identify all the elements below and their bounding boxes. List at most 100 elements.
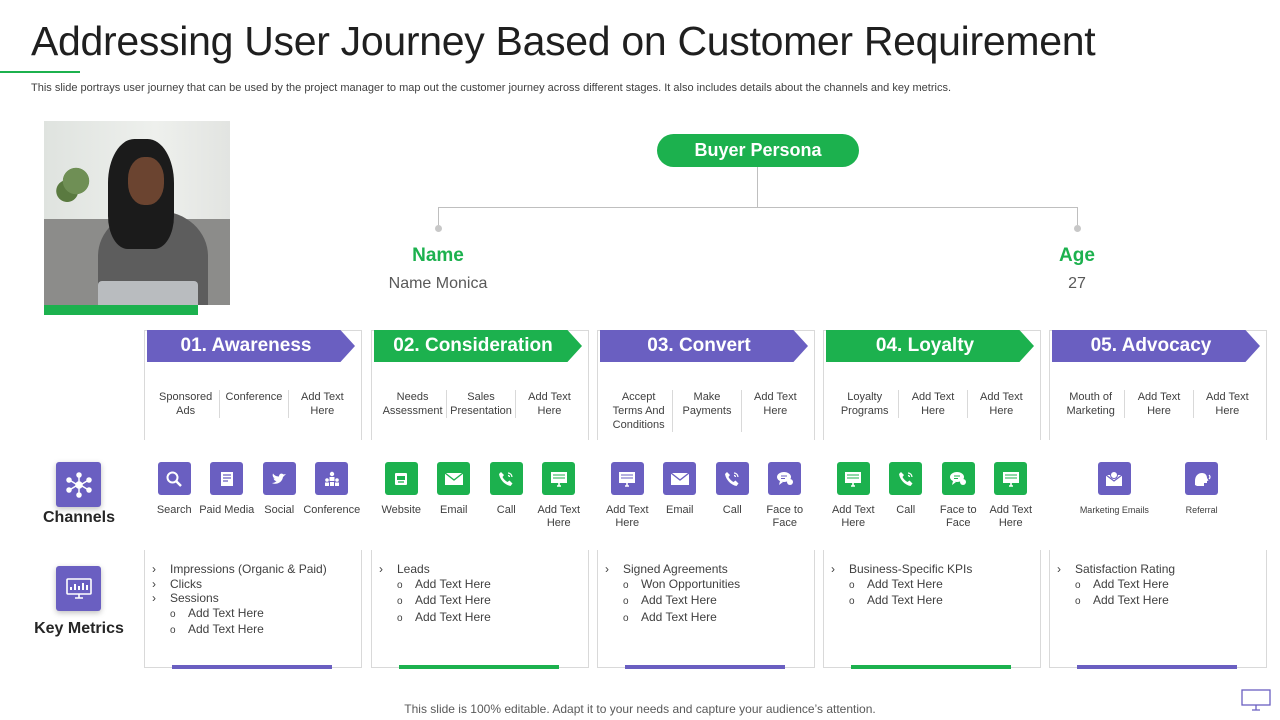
slide-subtitle: This slide portrays user journey that ca… — [31, 82, 952, 94]
metric-item: ›Signed Agreements — [605, 562, 728, 576]
channel-item: Add Text Here — [827, 462, 879, 530]
channels-row-label: Channels — [42, 509, 115, 526]
metric-item: ›Business-Specific KPIs — [831, 562, 973, 576]
stage-title: 03. Convert — [600, 330, 808, 362]
phone-icon — [715, 462, 749, 495]
touchpoint-item: Sales Presentation — [446, 390, 515, 418]
metric-text: Add Text Here — [415, 576, 491, 591]
metric-text: Impressions (Organic & Paid) — [170, 562, 327, 576]
stage-bottom-bar — [1077, 665, 1237, 669]
channel-label: Website — [381, 504, 422, 516]
channel-item: Social — [253, 462, 305, 517]
tree-node-dot — [1074, 225, 1081, 232]
metric-text: Add Text Here — [867, 593, 943, 607]
twitter-icon — [262, 462, 296, 495]
channel-item: Paid Media — [199, 462, 254, 517]
touchpoint-item: Mouth of Marketing — [1066, 391, 1115, 417]
channel-label: Add Text Here — [831, 504, 875, 529]
metric-text: Add Text Here — [188, 605, 264, 620]
touchpoint-item: Add Text Here — [514, 390, 583, 418]
stage-bottom-bar — [625, 665, 785, 669]
tree-node-dot — [435, 225, 442, 232]
touchpoint-item: Make Payments — [672, 390, 740, 432]
metric-text: Add Text Here — [641, 593, 717, 607]
channel-item: Add Text Here — [601, 462, 653, 530]
stage-title: 04. Loyalty — [826, 330, 1034, 362]
touchpoint-item: Add Text Here — [287, 390, 356, 418]
channel-item: Conference — [303, 462, 360, 517]
monitor-icon — [542, 462, 576, 495]
metrics-dashboard-icon — [56, 566, 101, 611]
persona-photo — [44, 121, 230, 305]
stage-channels: Add Text Here Call Face to Face Add Text He… — [827, 462, 1037, 530]
tree-connector — [1077, 207, 1078, 227]
channel-label: Face to Face — [939, 504, 977, 529]
metric-text: Add Text Here — [415, 593, 491, 607]
metric-text: Clicks — [170, 576, 202, 591]
chat-icon — [941, 462, 975, 495]
channel-item: Marketing Emails — [1080, 462, 1149, 517]
monitor-icon — [1241, 689, 1271, 711]
channel-label: Email — [439, 504, 468, 516]
referral-icon — [1185, 462, 1219, 495]
channel-label: Call — [496, 504, 516, 516]
chat-icon — [768, 462, 802, 495]
channel-item: Add Text Here — [533, 462, 585, 530]
email-icon — [663, 462, 697, 495]
title-underline — [0, 71, 80, 73]
stage-bottom-bar — [851, 665, 1011, 669]
channel-label: Call — [896, 504, 916, 516]
channel-label: Call — [722, 504, 742, 516]
metric-item: ›Leads — [379, 562, 430, 576]
channel-label: Referral — [1185, 505, 1218, 515]
tree-connector — [757, 167, 758, 207]
channel-item: Add Text Here — [985, 462, 1037, 530]
monitor-icon — [610, 462, 644, 495]
slide-footer: This slide is 100% editable. Adapt it to… — [404, 702, 876, 716]
touchpoint-item: Add Text Here — [740, 390, 809, 432]
stage-title: 01. Awareness — [147, 330, 355, 362]
age-label: Age — [1059, 245, 1095, 266]
touchpoint-item: Accept Terms And Conditions — [612, 391, 665, 431]
metric-text: Add Text Here — [188, 622, 264, 636]
channel-label: Face to Face — [766, 504, 804, 529]
channel-label: Search — [156, 504, 192, 516]
stage-channels: Website Email Call Add Text Here — [375, 462, 585, 530]
channel-item: Referral — [1176, 462, 1228, 517]
metric-item: ›Clicks — [152, 576, 202, 591]
channel-item: Face to Face — [932, 462, 984, 530]
channel-item: Call — [480, 462, 532, 530]
metric-text: Business-Specific KPIs — [849, 562, 973, 576]
marketing-email-icon — [1097, 462, 1131, 495]
slide-title: Addressing User Journey Based on Custome… — [31, 18, 1096, 64]
tree-connector — [438, 207, 1078, 208]
metric-text: Leads — [397, 562, 430, 576]
channel-label: Conference — [303, 504, 361, 516]
conference-icon — [315, 462, 349, 495]
name-label: Name — [412, 245, 464, 266]
metric-item: ›Satisfaction Rating — [1057, 562, 1176, 576]
metric-text: Sessions — [170, 591, 219, 605]
website-icon — [384, 462, 418, 495]
touchpoint-item: Add Text Here — [1124, 390, 1192, 418]
channel-label: Add Text Here — [537, 504, 581, 529]
channel-label: Add Text Here — [989, 504, 1033, 529]
metric-text: Add Text Here — [1093, 593, 1169, 607]
phone-icon — [889, 462, 923, 495]
touchpoint-item: Add Text Here — [1192, 390, 1261, 418]
